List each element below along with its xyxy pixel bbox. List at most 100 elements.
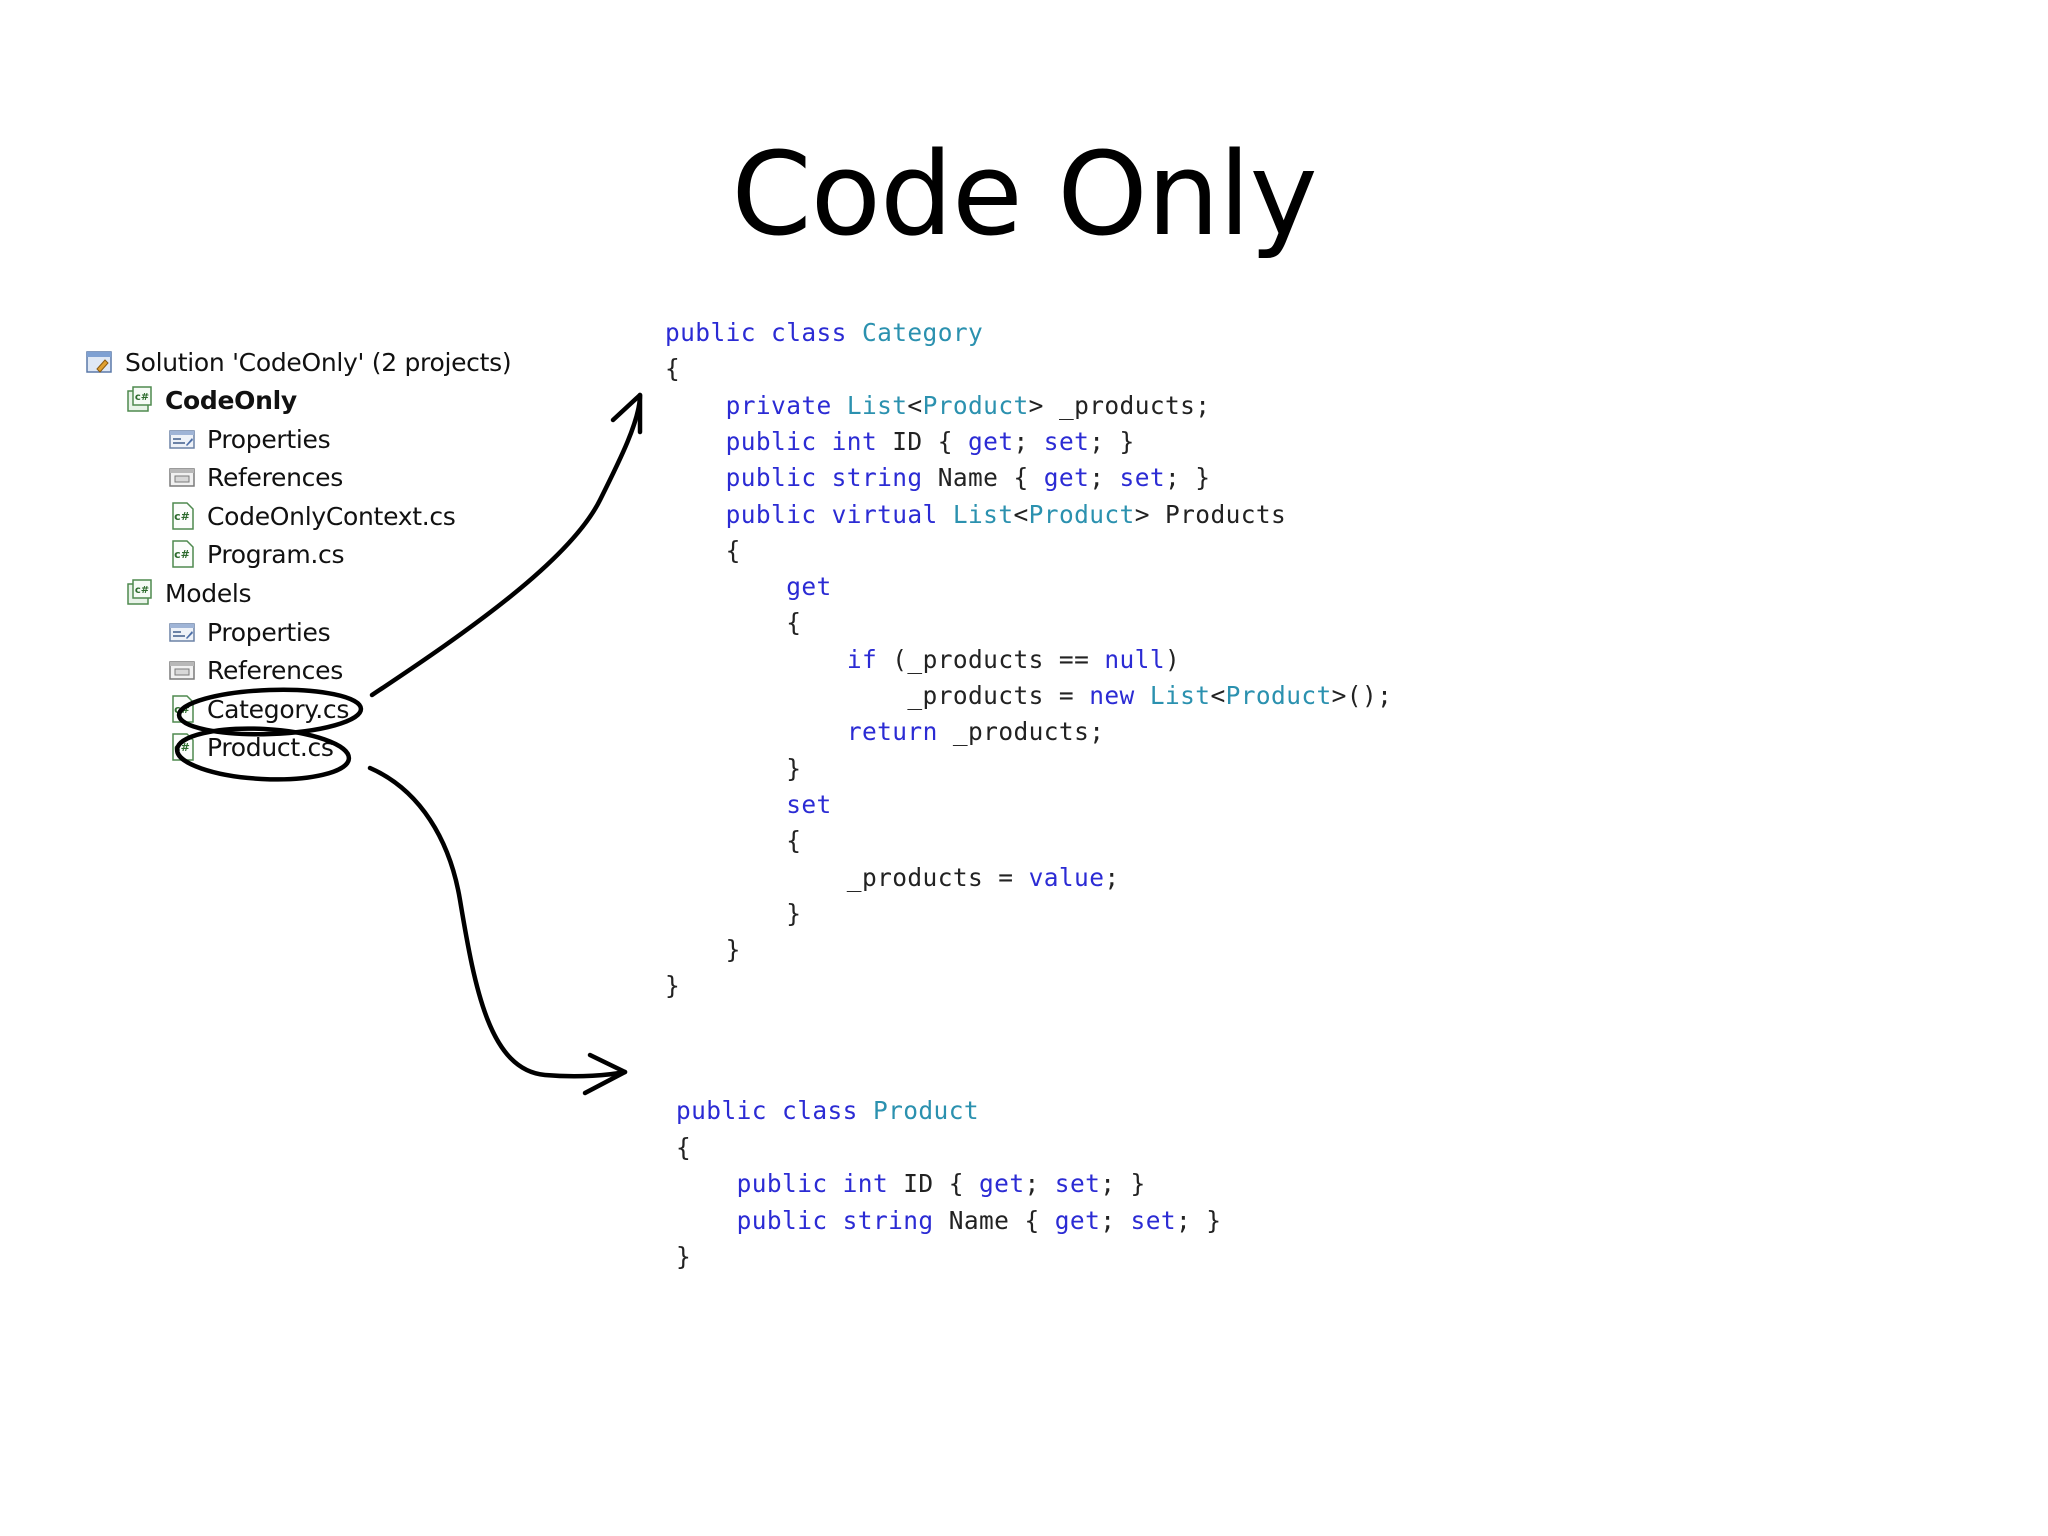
code-line: if (_products == null) xyxy=(665,644,1180,676)
code-text: { xyxy=(665,535,741,565)
code-text: >(); xyxy=(1331,681,1393,710)
code-text: } xyxy=(665,898,802,928)
tree-item-codeonlycontext-cs[interactable]: c# CodeOnlyContext.cs xyxy=(167,499,456,533)
tree-item-references[interactable]: References xyxy=(167,460,343,494)
code-keyword: return xyxy=(846,717,953,747)
code-text: } xyxy=(665,935,741,965)
code-keyword: get xyxy=(786,572,832,602)
csharp-project-icon: c# xyxy=(125,578,155,608)
properties-icon xyxy=(167,617,197,647)
tree-item-label: Program.cs xyxy=(207,539,345,569)
tree-item-models[interactable]: c# Models xyxy=(125,576,252,610)
code-text: } xyxy=(665,753,802,783)
svg-text:c#: c# xyxy=(174,741,190,754)
code-line: public int ID { get; set; } xyxy=(665,426,1135,458)
tree-item-program-cs[interactable]: c# Program.cs xyxy=(167,537,345,571)
code-text xyxy=(665,717,847,746)
code-text: } xyxy=(676,1242,692,1271)
svg-text:c#: c# xyxy=(174,510,190,523)
code-line: _products = new List<Product>(); xyxy=(665,680,1392,712)
svg-text:c#: c# xyxy=(174,548,190,561)
tree-item-product-cs[interactable]: c#Product.cs xyxy=(167,730,334,764)
code-type: List xyxy=(952,499,1014,529)
code-text: ID { xyxy=(903,1169,980,1198)
tree-item-label: Properties xyxy=(207,424,331,454)
code-line: } xyxy=(665,934,741,966)
code-type: Category xyxy=(861,318,984,347)
arrow-to-product-class xyxy=(367,765,628,1079)
code-text xyxy=(676,1169,737,1198)
code-line: } xyxy=(665,970,680,1002)
csharp-project-icon: c# xyxy=(125,385,155,415)
csharp-file-icon: c# xyxy=(167,501,197,531)
code-keyword: set xyxy=(786,789,832,819)
tree-item-label: References xyxy=(207,462,343,492)
tree-item-codeonly[interactable]: c#CodeOnly xyxy=(125,383,297,417)
code-keyword: null xyxy=(1104,644,1165,674)
code-line: return _products; xyxy=(665,716,1104,748)
code-text: ; } xyxy=(1176,1205,1222,1235)
code-text: Name { xyxy=(948,1205,1055,1235)
tree-item-label: References xyxy=(207,655,343,685)
code-text: < xyxy=(907,390,923,420)
code-text: { xyxy=(665,826,802,856)
code-line: set xyxy=(665,789,832,821)
code-text: ) xyxy=(1164,644,1181,674)
tree-item-references[interactable]: References xyxy=(167,653,343,687)
arrow-head-product xyxy=(582,1052,628,1096)
code-line: } xyxy=(665,753,801,785)
code-text: (_products == xyxy=(892,644,1105,674)
code-text xyxy=(665,645,847,674)
code-line: } xyxy=(665,898,801,930)
code-keyword: public virtual xyxy=(725,499,953,529)
code-text xyxy=(665,427,726,456)
code-line: public string Name { get; set; } xyxy=(665,462,1210,494)
code-text: _products; xyxy=(952,717,1105,747)
code-text xyxy=(665,391,726,420)
code-line: { xyxy=(676,1132,691,1164)
code-keyword: set xyxy=(1119,463,1165,493)
code-text: ; xyxy=(1100,1205,1131,1235)
code-text: < xyxy=(1013,499,1029,529)
tree-item-label: Models xyxy=(165,578,252,608)
code-type: List xyxy=(1149,681,1211,710)
solution-icon xyxy=(85,347,115,377)
code-line: public virtual List<Product> Products xyxy=(665,499,1286,531)
code-keyword: set xyxy=(1130,1205,1176,1235)
code-text: { xyxy=(665,354,681,384)
references-icon xyxy=(167,462,197,492)
code-line: public int ID { get; set; } xyxy=(676,1168,1146,1200)
code-type: Product xyxy=(1028,499,1135,529)
code-text: { xyxy=(665,608,802,638)
code-text xyxy=(665,572,786,601)
references-icon xyxy=(167,655,197,685)
code-keyword: set xyxy=(1054,1169,1101,1198)
code-line: private List<Product> _products; xyxy=(665,390,1210,422)
code-keyword: public class xyxy=(665,318,862,347)
tree-item-label: Solution 'CodeOnly' (2 projects) xyxy=(125,347,512,377)
code-text: ; xyxy=(1024,1169,1055,1198)
code-text: } xyxy=(665,971,681,1001)
code-keyword: public int xyxy=(736,1169,904,1198)
code-text xyxy=(665,463,726,492)
tree-item-properties[interactable]: Properties xyxy=(167,615,331,649)
csharp-file-icon: c# xyxy=(167,732,197,762)
tree-item-label: CodeOnlyContext.cs xyxy=(207,501,456,531)
code-text: ID { xyxy=(892,426,969,456)
tree-item-category-cs[interactable]: c#Category.cs xyxy=(167,692,349,726)
code-line: { xyxy=(665,607,801,639)
code-keyword: get xyxy=(979,1169,1025,1198)
code-text: _products = xyxy=(665,681,1090,710)
code-line: { xyxy=(665,535,741,567)
code-type: Product xyxy=(1225,681,1332,710)
code-keyword: get xyxy=(1054,1205,1101,1235)
arrow-head-category xyxy=(610,392,643,435)
code-line: _products = value; xyxy=(665,862,1120,894)
csharp-file-icon: c# xyxy=(167,539,197,569)
tree-item-properties[interactable]: Properties xyxy=(167,422,331,456)
code-keyword: public string xyxy=(725,463,938,493)
tree-item-solution-codeonly-2-projects[interactable]: Solution 'CodeOnly' (2 projects) xyxy=(85,345,512,379)
code-line: public string Name { get; set; } xyxy=(676,1205,1221,1237)
code-type: List xyxy=(846,390,908,420)
code-keyword: value xyxy=(1028,862,1105,892)
